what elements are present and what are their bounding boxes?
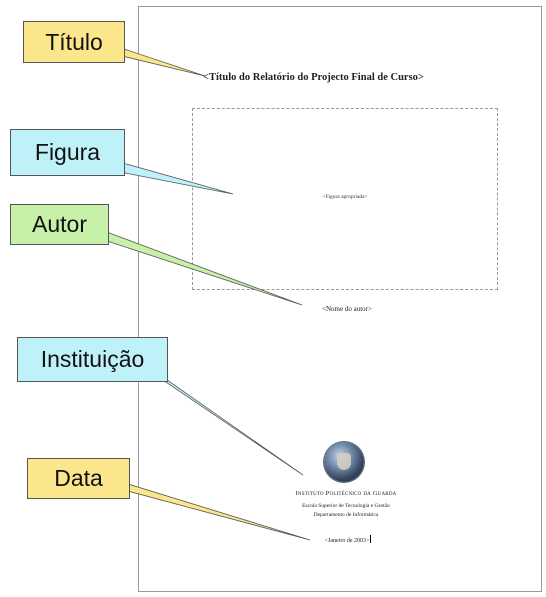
document-title: <Título do Relatório do Projecto Final d… [203,72,424,83]
figura-pointer [111,159,234,195]
instituicao-pointer [149,367,304,476]
callout-instituicao: Instituição [17,337,168,382]
institution-school: Escola Superior de Tecnologia e Gestão [302,503,390,509]
callout-figura: Figura [10,129,125,176]
autor-pointer [94,227,303,306]
institution-department: Departamento de Informática [313,512,379,518]
titulo-pointer [113,45,206,77]
callout-titulo: Título [23,21,125,63]
data-pointer [113,479,311,541]
institution-name: Instituto Politécnico da Guarda [295,490,397,497]
text-cursor [370,535,372,543]
document-page [138,6,542,592]
callout-autor: Autor [10,204,109,245]
institution-logo-icon [324,442,364,482]
author-name: <Nome do autor> [322,305,372,313]
figure-caption: <Figura apropriada> [322,194,368,200]
document-date-text: <Janeiro de 2003> [324,538,370,544]
figure-placeholder [192,108,498,290]
callout-data: Data [27,458,130,499]
document-date: <Janeiro de 2003> [298,535,398,544]
